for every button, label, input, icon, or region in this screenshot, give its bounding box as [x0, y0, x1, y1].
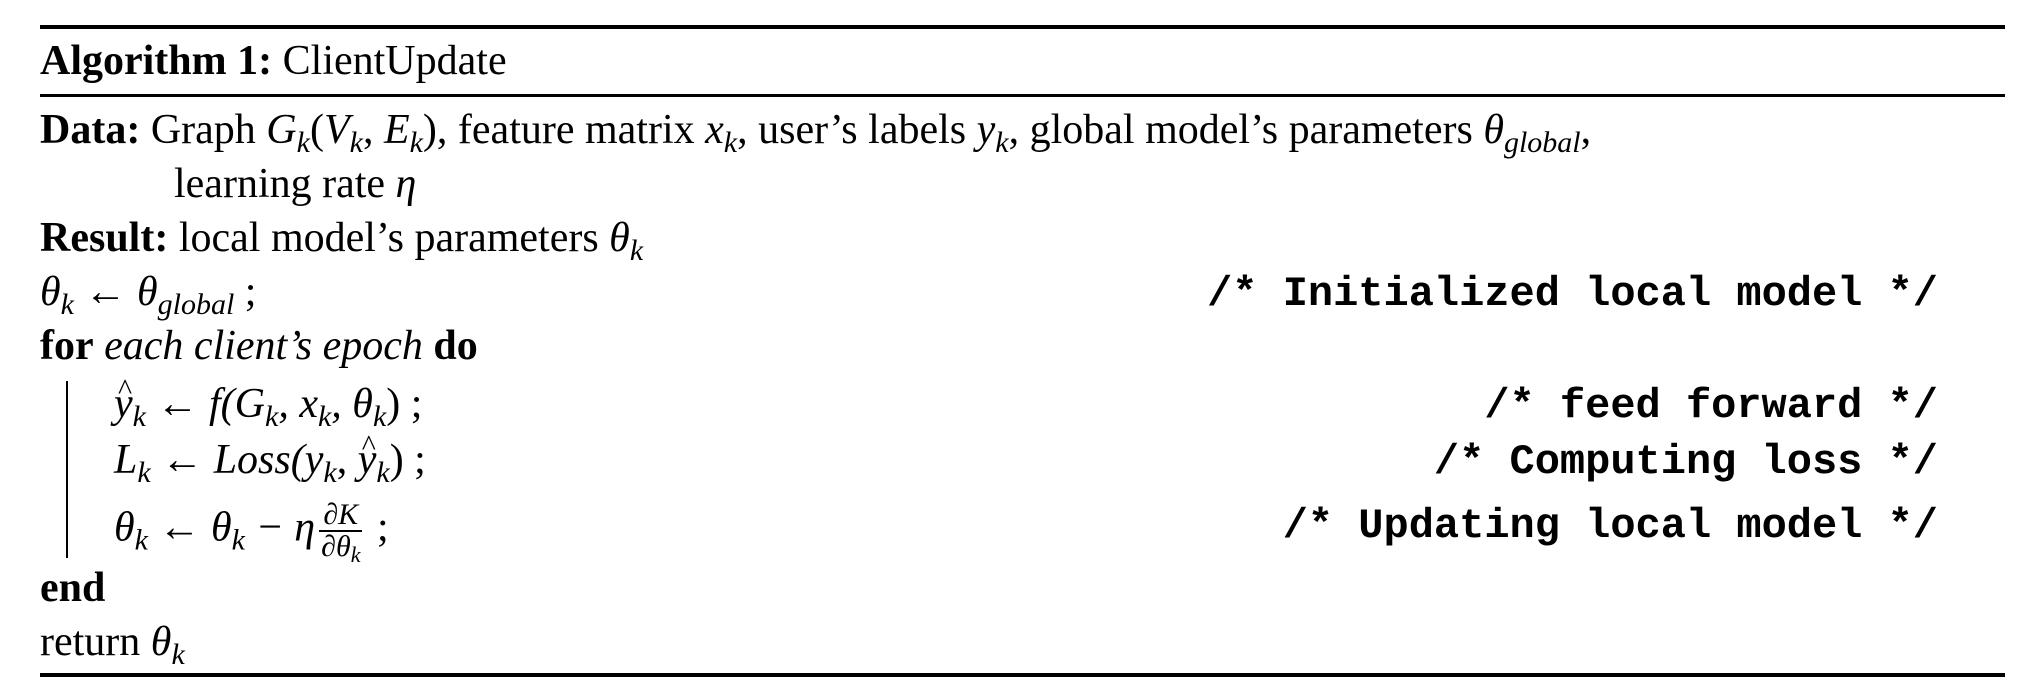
data-continuation: learning rate η: [174, 160, 416, 208]
math-theta: θ: [150, 619, 172, 665]
gradient-fraction: ∂K∂θk: [319, 500, 363, 566]
math-sub: k: [171, 638, 185, 671]
math-expr: , θ: [331, 381, 373, 427]
result-text: local model’s parameters: [178, 215, 610, 261]
math-sub: k: [629, 234, 644, 267]
math-expr: ) ;: [389, 437, 426, 483]
keyword-for: for: [40, 323, 94, 369]
math-sub: k: [134, 523, 148, 557]
body-line-feed: yk ← f(Gk, xk, θk) ;: [114, 366, 423, 432]
math-sub: k: [409, 126, 423, 159]
math-sub: k: [372, 400, 387, 433]
math-sub: k: [264, 400, 279, 433]
math-sub: k: [323, 456, 337, 489]
end-line: end: [40, 565, 106, 611]
math-comma: ,: [1580, 107, 1592, 153]
math-theta: θ: [136, 269, 158, 315]
math-yhat: y: [114, 366, 133, 428]
math-graph: G: [266, 107, 297, 153]
math-comma: ,: [362, 107, 384, 153]
math-y: y: [976, 107, 996, 153]
init-line: θk ← θglobal ;: [40, 268, 257, 320]
body-line-update: θk ← θk − η∂K∂θk ;: [114, 500, 389, 566]
math-l: L: [114, 437, 138, 483]
top-rule: [40, 25, 2005, 29]
data-text-global: , global model’s parameters: [1008, 107, 1484, 153]
math-expr: ← f(G: [145, 381, 265, 427]
return-text: return: [40, 619, 151, 665]
math-sub: k: [350, 542, 361, 567]
result-label: Result:: [40, 215, 169, 261]
data-text-lr: learning rate: [174, 161, 396, 207]
math-expr: ← θ: [147, 504, 232, 551]
math-e: E: [383, 107, 410, 153]
algorithm-name: ClientUpdate: [282, 38, 507, 84]
math-expr: − η: [244, 504, 316, 551]
math-expr: , x: [278, 381, 318, 427]
math-sub: k: [317, 400, 332, 433]
body-line-loss: Lk ← Loss(yk, yk) ;: [114, 422, 426, 488]
math-sub: k: [60, 288, 74, 321]
data-text-feature: feature matrix: [457, 107, 706, 153]
algorithm-label: Algorithm 1:: [40, 38, 273, 84]
return-line: return θk: [40, 618, 185, 670]
algorithm-header: Algorithm 1: ClientUpdate: [40, 37, 507, 85]
math-sub: k: [137, 456, 151, 489]
for-condition: each client’s epoch: [104, 323, 423, 369]
data-text-graph: Graph: [150, 107, 267, 153]
math-semicolon: ;: [366, 504, 389, 551]
math-sub: k: [376, 456, 390, 489]
result-line: Result: local model’s parameters θk: [40, 214, 643, 266]
math-sub: k: [231, 523, 245, 557]
data-text-labels: , user’s labels: [737, 107, 977, 153]
math-v: V: [323, 107, 350, 153]
loss-comment: /* Computing loss */: [1433, 438, 1938, 486]
bottom-rule: [40, 673, 2005, 677]
math-eta: η: [395, 161, 417, 207]
for-line: for each client’s epoch do: [40, 322, 478, 370]
fraction-numerator: ∂K: [319, 500, 363, 532]
math-sub: k: [132, 400, 146, 433]
math-theta: θ: [40, 269, 61, 315]
math-x: x: [705, 107, 724, 153]
header-rule: [40, 94, 2005, 97]
math-semicolon: ;: [234, 269, 257, 315]
math-expr: ) ;: [386, 381, 423, 427]
data-label: Data:: [40, 107, 141, 153]
init-comment: /* Initialized local model */: [1207, 270, 1938, 318]
fraction-denominator: ∂θ: [321, 530, 351, 563]
math-comma: ,: [336, 437, 358, 483]
data-line: Data: Graph Gk(Vk, Ek), feature matrix x…: [40, 106, 1592, 158]
keyword-do: do: [433, 323, 478, 369]
feed-comment: /* feed forward */: [1484, 382, 1938, 430]
math-sub: k: [349, 126, 363, 159]
math-paren: ),: [422, 107, 458, 153]
math-sub: k: [995, 126, 1009, 159]
math-sub: global: [1503, 126, 1581, 159]
math-yhat: y: [358, 422, 377, 484]
block-bar: [66, 381, 68, 558]
math-paren: (: [309, 107, 324, 153]
math-arrow: ←: [73, 269, 137, 315]
update-comment: /* Updating local model */: [1282, 502, 1938, 550]
math-expr: ← Loss(y: [150, 437, 324, 483]
math-theta: θ: [114, 504, 135, 551]
math-sub: k: [723, 126, 738, 159]
math-theta: θ: [1483, 107, 1504, 153]
math-theta: θ: [609, 215, 630, 261]
math-sub: k: [296, 126, 310, 159]
math-sub: global: [157, 288, 235, 321]
